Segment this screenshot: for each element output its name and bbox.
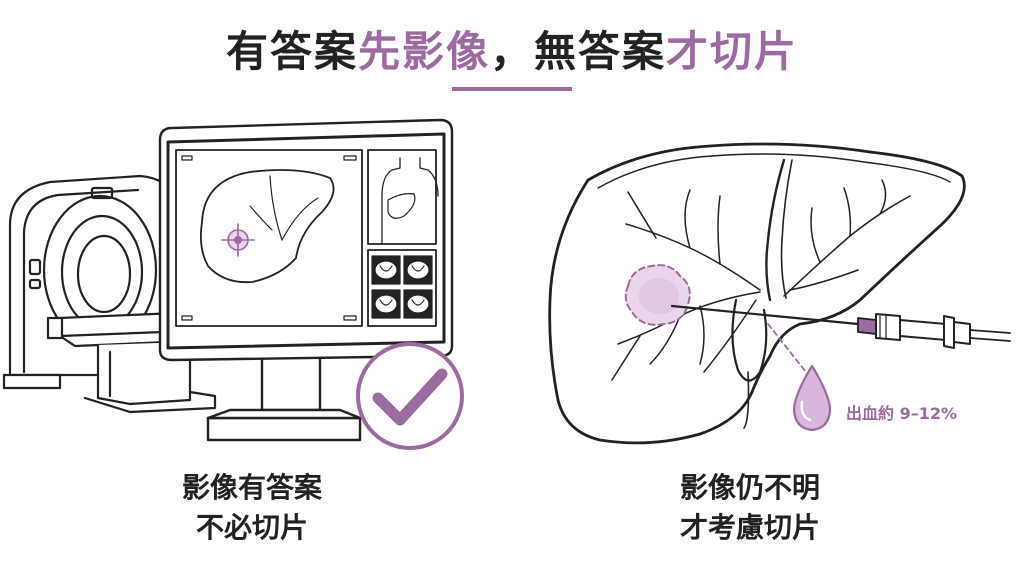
bleeding-rate-label: 出血約 9–12% <box>846 404 958 423</box>
right-caption-line-1: 影像仍不明 <box>679 471 820 504</box>
monitor-icon <box>158 118 454 442</box>
title-part-4: 才切片 <box>666 27 799 76</box>
right-caption: 影像仍不明 才考慮切片 <box>620 468 880 548</box>
title-underline <box>452 87 572 91</box>
liver-icon <box>548 142 966 445</box>
right-caption-line-2: 才考慮切片 <box>679 511 820 544</box>
title-part-3: ，無答案 <box>490 27 667 76</box>
biopsy-needle-icon <box>670 304 1011 373</box>
title-part-2: 先影像 <box>357 27 490 76</box>
blood-drop-icon <box>792 364 832 432</box>
left-caption: 影像有答案 不必切片 <box>122 468 382 548</box>
page-title: 有答案先影像，無答案才切片 <box>0 18 1024 79</box>
left-caption-line-2: 不必切片 <box>195 511 308 544</box>
left-caption-line-1: 影像有答案 <box>181 471 322 504</box>
checkmark-icon <box>356 342 464 450</box>
title-part-1: 有答案 <box>225 27 358 76</box>
ct-scanner-icon <box>2 174 217 414</box>
